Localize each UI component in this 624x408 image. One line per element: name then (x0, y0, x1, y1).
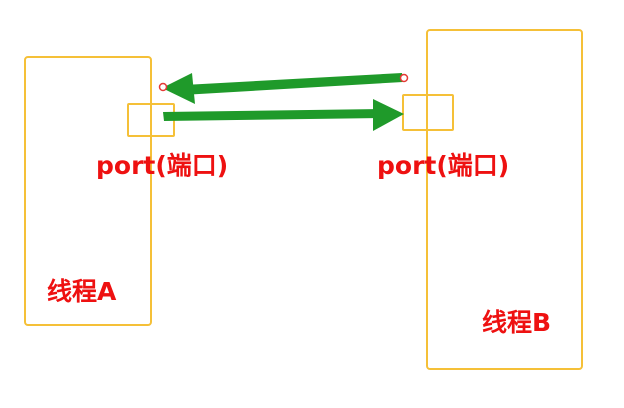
thread-a-box (24, 56, 152, 326)
thread-b-box (426, 29, 583, 370)
port-b-label: port(端口) (377, 151, 510, 180)
port-a-label: port(端口) (96, 151, 229, 180)
thread-a-label: 线程A (47, 277, 117, 306)
arrow-a-to-b (163, 99, 404, 131)
arrow-b-to-a (162, 73, 403, 104)
port-b-box (402, 94, 454, 131)
thread-b-label: 线程B (482, 308, 552, 337)
port-a-box (127, 103, 175, 137)
endpoint-marker-a (158, 82, 168, 92)
endpoint-marker-b (399, 73, 409, 83)
